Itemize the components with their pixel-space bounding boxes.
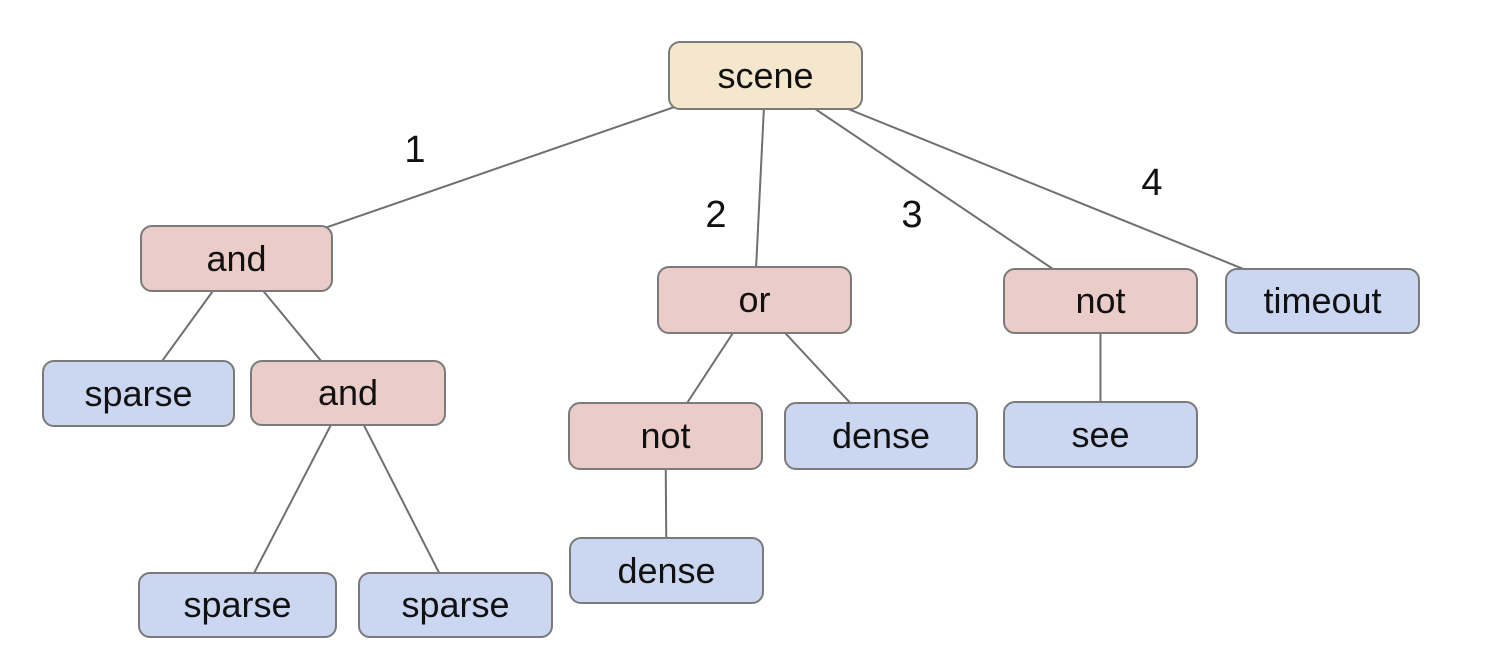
tree-node-sparse-2: sparse: [138, 572, 337, 638]
tree-node-sparse-1: sparse: [42, 360, 235, 427]
edge-scene-timeout: [765, 74, 1323, 302]
edge-label-2: 2: [705, 194, 727, 236]
edge-label-3: 3: [901, 194, 923, 236]
edge-and2-sparse-r: [346, 392, 457, 606]
tree-node-dense-2: dense: [569, 537, 764, 604]
tree-node-sparse-3: sparse: [358, 572, 553, 638]
tree-node-and-nested: and: [250, 360, 446, 426]
edge-scene-or: [753, 75, 767, 301]
edge-label-4: 4: [1141, 162, 1163, 204]
tree-node-see: see: [1003, 401, 1198, 468]
edge-scene-not: [764, 74, 1102, 302]
tree-node-not-under-or: not: [568, 402, 763, 470]
tree-node-not: not: [1003, 268, 1198, 334]
tree-node-scene: scene: [668, 41, 863, 110]
edge-and2-sparse-l: [236, 392, 349, 606]
edge-label-1: 1: [404, 129, 426, 171]
tree-node-timeout: timeout: [1225, 268, 1420, 334]
tree-node-dense-1: dense: [784, 402, 978, 470]
tree-node-and: and: [140, 225, 333, 292]
tree-node-or: or: [657, 266, 852, 334]
